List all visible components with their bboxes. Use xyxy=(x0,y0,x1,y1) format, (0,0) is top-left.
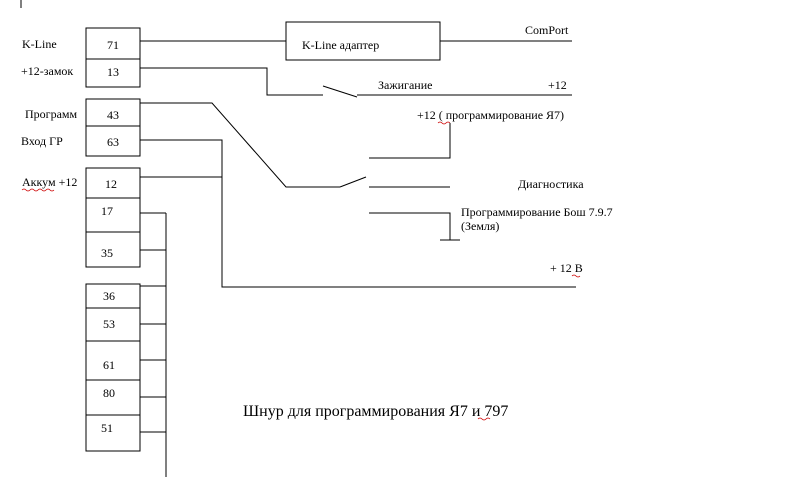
label-input-gr: Вход ГР xyxy=(21,134,63,148)
pin-cell xyxy=(85,414,141,452)
ground-bus xyxy=(140,212,167,477)
kline-adapter-label: K-Line адаптер xyxy=(302,38,379,52)
ignition-voltage: +12 xyxy=(548,78,567,92)
diagram-caption: Шнур для программирования Я7 и 797 xyxy=(243,403,508,420)
prog-supply-label: +12 ( программирование Я7) xyxy=(417,108,564,122)
pin-number: 17 xyxy=(101,204,113,218)
pin-number: 13 xyxy=(107,65,119,79)
pin-number: 53 xyxy=(103,317,115,331)
pin-number: 43 xyxy=(107,108,119,122)
ignition-wire xyxy=(140,67,323,96)
program-wire xyxy=(140,102,340,188)
pin-numbers: 71 13 43 63 12 17 35 36 53 61 80 51 xyxy=(101,38,119,435)
bosch-label: Программирование Бош 7.9.7 xyxy=(461,205,613,219)
pin-cell xyxy=(85,125,141,157)
pin-number: 80 xyxy=(103,386,115,400)
pin-cell xyxy=(85,58,141,88)
pin-number: 12 xyxy=(105,177,117,191)
pin-cell xyxy=(85,197,141,233)
program-switch-blade xyxy=(339,176,367,188)
input-gr-wire xyxy=(140,139,576,288)
pin-number: 36 xyxy=(103,289,115,303)
pin-number: 63 xyxy=(107,135,119,149)
label-battery: Аккум +12 xyxy=(22,175,77,189)
prog-supply-wire xyxy=(369,123,451,159)
diagnostics-label: Диагностика xyxy=(518,177,584,191)
bosch-ground-wire xyxy=(369,212,451,240)
plus12v-label: + 12 В xyxy=(550,261,583,275)
pin-number: 61 xyxy=(103,358,115,372)
spellcheck-underline xyxy=(437,121,451,125)
ignition-label: Зажигание xyxy=(378,78,432,92)
pin-number: 51 xyxy=(101,421,113,435)
spellcheck-underline xyxy=(21,188,55,192)
spellcheck-underline xyxy=(477,417,491,421)
label-program: Программ xyxy=(25,107,78,121)
pin-number: 71 xyxy=(107,38,119,52)
label-ignition-lock: +12-замок xyxy=(21,64,73,78)
pin-number: 35 xyxy=(101,246,113,260)
comport-label: ComPort xyxy=(525,23,569,37)
bosch-ground-label: (Земля) xyxy=(461,219,499,233)
label-kline: K-Line xyxy=(22,37,57,51)
pin-cell xyxy=(85,231,141,268)
spellcheck-underline xyxy=(571,274,581,278)
ignition-switch-blade xyxy=(322,85,358,98)
